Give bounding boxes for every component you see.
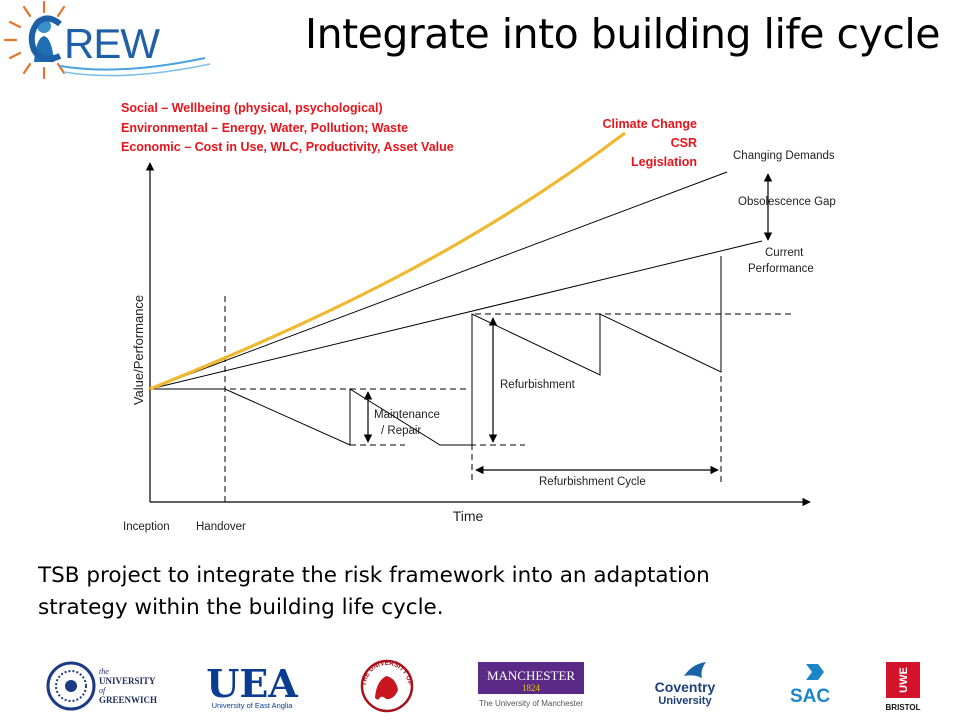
slide-caption: TSB project to integrate the risk framew…: [38, 560, 918, 624]
uwe-logo: UWE BRISTOL: [886, 662, 921, 712]
partner-logos-row: the UNIVERSITY of GREENWICH UEA Universi…: [0, 650, 921, 713]
handover-label: Handover: [196, 521, 246, 533]
manchester-logo: MANCHESTER 1824 The University of Manche…: [478, 662, 584, 708]
driver-economic: Economic – Cost in Use, WLC, Productivit…: [121, 140, 454, 154]
sun-rays-icon: [3, 0, 66, 80]
driver-social: Social – Wellbeing (physical, psychologi…: [121, 101, 383, 115]
obsolescence-gap-label: Obsolescence Gap: [738, 196, 836, 208]
slide-title: Integrate into building life cycle: [305, 10, 940, 58]
uea-logo: UEA University of East Anglia: [206, 661, 298, 710]
refurbishment-cycle-label: Refurbishment Cycle: [539, 476, 646, 488]
uea-mark: UEA: [206, 661, 298, 706]
changing-demands-label: Changing Demands: [733, 150, 835, 162]
y-axis-label: Value/Performance: [131, 295, 146, 405]
maintenance-label-2: / Repair: [381, 425, 421, 437]
current-performance-label-1: Current: [765, 247, 804, 259]
uwe-subtitle: BRISTOL: [886, 703, 921, 712]
x-axis-label: Time: [453, 508, 484, 524]
creww-logo: REW: [3, 0, 211, 80]
sac-text: SAC: [790, 686, 830, 707]
greenwich-text-2: UNIVERSITY: [99, 676, 156, 686]
performance-sawtooth: [150, 256, 722, 446]
manchester-name: MANCHESTER: [487, 668, 575, 683]
driver-environmental: Environmental – Energy, Water, Pollution…: [121, 121, 408, 135]
coventry-text-2: University: [658, 695, 712, 707]
uwe-mark: UWE: [898, 667, 910, 693]
refurbishment-label: Refurbishment: [500, 379, 576, 391]
sac-logo: SAC: [790, 664, 830, 707]
manchester-subtitle: The University of Manchester: [479, 699, 583, 708]
coventry-logo: Coventry University: [655, 662, 716, 707]
manchester-year: 1824: [522, 683, 541, 693]
pressure-climate-change: Climate Change: [603, 117, 698, 131]
changing-demands-line: [149, 171, 728, 390]
pressure-csr: CSR: [671, 136, 697, 150]
pressure-legislation: Legislation: [631, 155, 697, 169]
sac-mark-icon: [806, 664, 824, 680]
greenwich-text-4: GREENWICH: [99, 695, 157, 705]
caption-line-2: strategy within the building life cycle.: [38, 595, 444, 620]
greenwich-text-3: of: [99, 686, 107, 695]
svg-text:REW: REW: [64, 20, 160, 67]
climate-change-curve: [149, 131, 626, 391]
coventry-text-1: Coventry: [655, 679, 716, 695]
maintenance-label-1: Maintenance: [374, 409, 440, 421]
inception-label: Inception: [123, 521, 170, 533]
salford-lion-icon: [375, 676, 398, 700]
greenwich-text-1: the: [99, 667, 109, 676]
coventry-wings-icon: [684, 662, 706, 678]
greenwich-logo: the UNIVERSITY of GREENWICH: [46, 661, 157, 711]
current-performance-line: [149, 240, 763, 390]
uea-subtitle: University of East Anglia: [212, 701, 294, 710]
caption-line-1: TSB project to integrate the risk framew…: [38, 563, 710, 588]
current-performance-label-2: Performance: [748, 263, 814, 275]
